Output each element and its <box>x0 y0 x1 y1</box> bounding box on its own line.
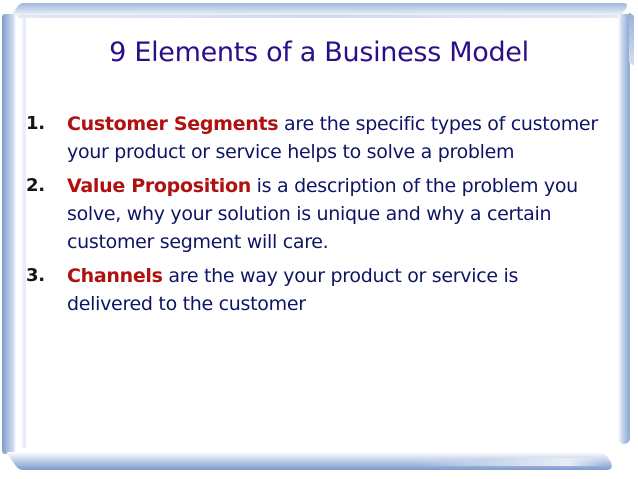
frame-left-edge <box>2 14 16 454</box>
list-item-channels: 3. Channels are the way your product or s… <box>26 262 606 318</box>
item-number: 2. <box>26 175 45 196</box>
frame-bottom-streak <box>420 458 605 466</box>
list-item-customer-segments: 1. Customer Segments are the specific typ… <box>26 110 606 166</box>
item-number: 1. <box>26 113 45 134</box>
item-number: 3. <box>26 265 45 286</box>
slide-title: 9 Elements of a Business Model <box>109 37 529 68</box>
frame-left-inner-edge <box>22 18 26 448</box>
frame-top-inner-edge <box>18 15 618 18</box>
item-term: Customer Segments <box>67 113 279 135</box>
item-term: Channels <box>67 265 163 287</box>
item-description: is a description of the problem you solv… <box>67 175 578 253</box>
item-description: are the specific types of customer your … <box>67 113 598 163</box>
item-description: are the way your product or service is d… <box>67 265 519 315</box>
elements-list: 1. Customer Segments are the specific typ… <box>26 110 606 324</box>
list-item-value-proposition: 2. Value Proposition is a description of … <box>26 172 606 256</box>
item-term: Value Proposition <box>67 175 251 197</box>
frame-right-edge <box>618 14 630 444</box>
